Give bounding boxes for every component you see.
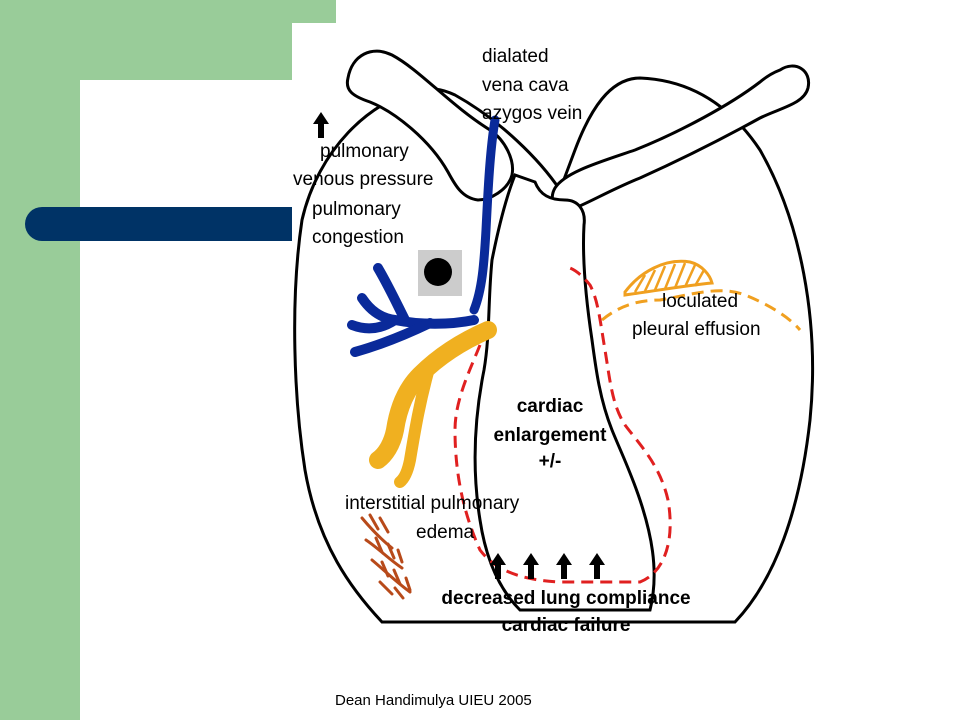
up-arrow-icon xyxy=(490,553,506,579)
svg-text:edema: edema xyxy=(416,522,475,543)
up-arrow-icon xyxy=(589,553,605,579)
svg-text:+/-: +/- xyxy=(539,451,562,472)
svg-text:azygos vein: azygos vein xyxy=(482,103,582,124)
edema-label: interstitial pulmonary edema xyxy=(345,493,520,543)
green-side-band xyxy=(0,0,80,720)
up-arrow-icon xyxy=(523,553,539,579)
svg-text:interstitial pulmonary: interstitial pulmonary xyxy=(345,493,520,514)
svg-text:pleural effusion: pleural effusion xyxy=(632,319,761,340)
svg-text:congestion: congestion xyxy=(312,227,404,248)
pulmonary-artery xyxy=(369,321,497,488)
effusion-label: loculated pleural effusion xyxy=(632,291,761,340)
svg-text:decreased lung compliance: decreased lung compliance xyxy=(441,588,690,609)
svg-text:dialated: dialated xyxy=(482,46,549,67)
vena-cava-vessel xyxy=(469,115,500,315)
compliance-arrows xyxy=(490,553,605,579)
up-arrow-icon xyxy=(556,553,572,579)
svg-text:pulmonary: pulmonary xyxy=(320,141,409,162)
venous-pressure-label: pulmonary venous pressure xyxy=(293,141,433,190)
vena-cava-label: dialated vena cava azygos vein xyxy=(482,46,582,124)
up-arrow-icon xyxy=(313,112,329,138)
svg-text:vena cava: vena cava xyxy=(482,75,569,96)
svg-text:enlargement: enlargement xyxy=(494,425,608,446)
black-dot-icon xyxy=(418,250,462,296)
svg-text:venous pressure: venous pressure xyxy=(293,169,433,190)
loculated-effusion xyxy=(601,259,802,331)
footer-credit: Dean Handimulya UIEU 2005 xyxy=(335,692,532,709)
svg-text:loculated: loculated xyxy=(662,291,738,312)
left-clavicle xyxy=(345,49,515,202)
svg-text:pulmonary: pulmonary xyxy=(312,199,401,220)
navy-accent-bar xyxy=(25,207,305,241)
cardiac-enlargement-outline xyxy=(453,266,672,584)
svg-text:cardiac failure: cardiac failure xyxy=(502,615,631,636)
kerley-lines xyxy=(360,513,412,600)
congestion-label: pulmonary congestion xyxy=(312,199,404,248)
compliance-label: decreased lung compliance cardiac failur… xyxy=(441,588,690,636)
svg-text:cardiac: cardiac xyxy=(517,396,584,417)
pulmonary-veins xyxy=(347,263,479,357)
cardiac-enlargement-label: cardiac enlargement +/- xyxy=(494,396,608,472)
